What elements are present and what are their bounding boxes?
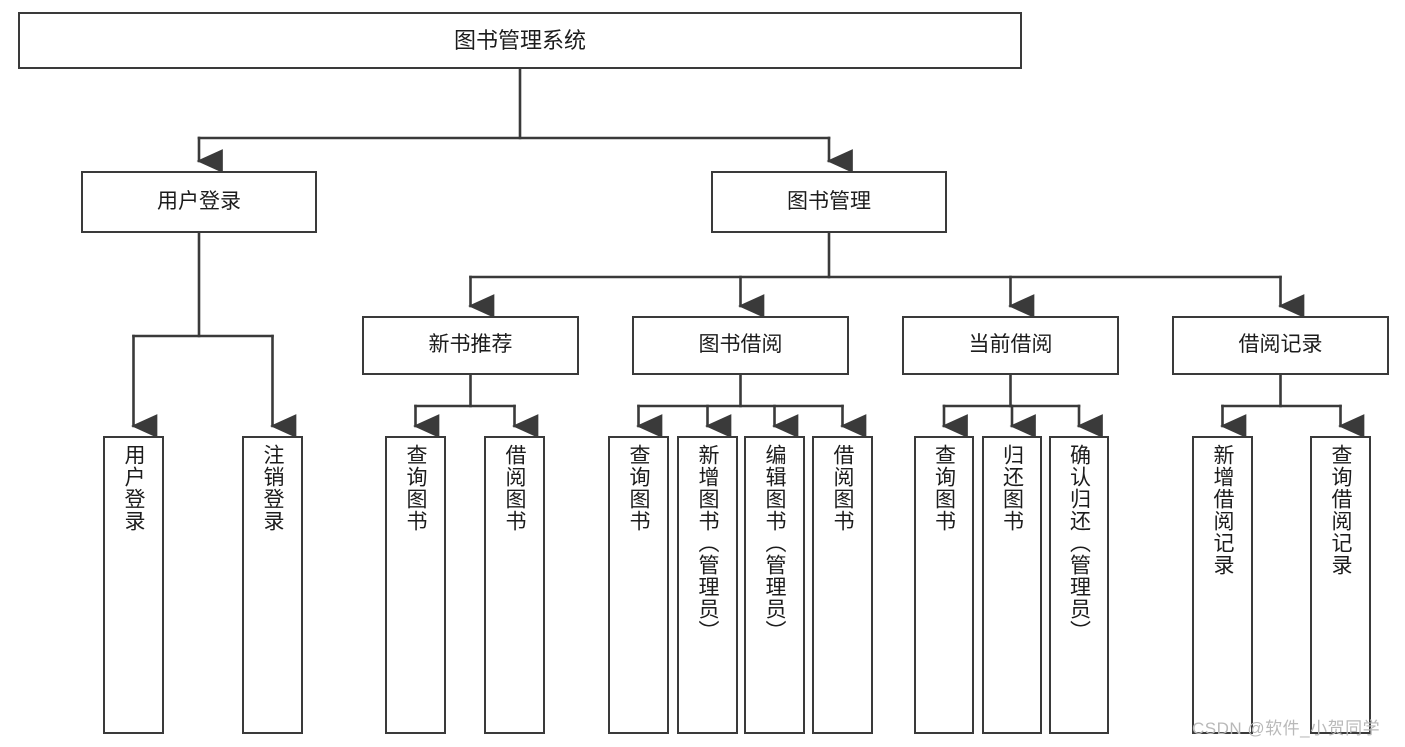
node-label: 图书借阅: [698, 333, 783, 357]
leaves-确认归还管理员[interactable]: 确认归还（管理员）: [1049, 436, 1109, 734]
node-label: 当前借阅: [968, 333, 1053, 357]
node-label: 确认归还（管理员）: [1067, 444, 1091, 642]
node-label: 借阅记录: [1238, 333, 1323, 357]
node-label: 图书管理: [787, 189, 871, 213]
csdn-watermark: CSDN @软件_小贺同学: [1192, 719, 1381, 738]
leaves-新增图书管理员[interactable]: 新增图书（管理员）: [677, 436, 738, 734]
node-label: 编辑图书（管理员）: [763, 444, 786, 642]
leaves-新增借阅记录[interactable]: 新增借阅记录: [1192, 436, 1253, 734]
level2-用户登录[interactable]: 用户登录: [81, 171, 317, 233]
level2-图书管理[interactable]: 图书管理: [711, 171, 947, 233]
leaves-编辑图书管理员[interactable]: 编辑图书（管理员）: [744, 436, 805, 734]
node-label: 新增借阅记录: [1211, 444, 1234, 576]
node-label: 用户登录: [122, 444, 145, 532]
node-label: 注销登录: [261, 444, 284, 532]
node-label: 借阅图书: [503, 444, 526, 532]
root-图书管理系统[interactable]: 图书管理系统: [18, 12, 1022, 69]
level3-借阅记录[interactable]: 借阅记录: [1172, 316, 1389, 375]
node-label: 新增图书（管理员）: [696, 444, 719, 642]
level3-新书推荐[interactable]: 新书推荐: [362, 316, 579, 375]
node-label: 归还图书: [1000, 444, 1024, 532]
leaves-借阅图书[interactable]: 借阅图书: [812, 436, 873, 734]
node-label: 查询图书: [404, 444, 427, 532]
leaves-查询图书[interactable]: 查询图书: [914, 436, 974, 734]
node-label: 查询借阅记录: [1329, 444, 1352, 576]
node-label: 查询图书: [932, 444, 956, 532]
level3-图书借阅[interactable]: 图书借阅: [632, 316, 849, 375]
node-label: 新书推荐: [428, 333, 513, 357]
node-label: 借阅图书: [831, 444, 854, 532]
node-label: 图书管理系统: [453, 27, 586, 53]
leaves-借阅图书[interactable]: 借阅图书: [484, 436, 545, 734]
leaves-用户登录[interactable]: 用户登录: [103, 436, 164, 734]
level3-当前借阅[interactable]: 当前借阅: [902, 316, 1119, 375]
leaves-查询借阅记录[interactable]: 查询借阅记录: [1310, 436, 1371, 734]
leaves-归还图书[interactable]: 归还图书: [982, 436, 1042, 734]
node-label: 查询图书: [627, 444, 650, 532]
leaves-查询图书[interactable]: 查询图书: [608, 436, 669, 734]
leaves-查询图书[interactable]: 查询图书: [385, 436, 446, 734]
node-label: 用户登录: [157, 189, 241, 213]
leaves-注销登录[interactable]: 注销登录: [242, 436, 303, 734]
